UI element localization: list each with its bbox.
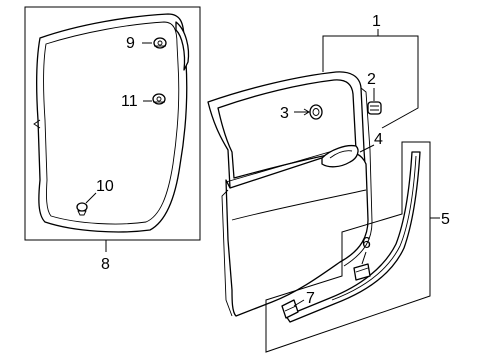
clip-10-icon (76, 202, 88, 216)
leader-1 (322, 29, 419, 129)
sill-molding-edge (331, 155, 417, 301)
door-weatherstrip (36, 13, 188, 233)
clip-11-icon (152, 93, 166, 105)
door-lower-panel (225, 150, 369, 317)
plug-2-icon (367, 101, 382, 115)
sill-molding-group: 6 7 (265, 141, 431, 353)
rear-door-shell (207, 71, 373, 317)
callout-8: 8 (101, 256, 110, 273)
callout-2: 2 (367, 71, 376, 88)
weatherstrip-notch (33, 119, 41, 129)
door-weatherstrip-inner (43, 21, 180, 225)
callout-5: 5 (441, 211, 450, 228)
clip-6-icon (353, 263, 371, 281)
clip-7-icon (281, 299, 299, 319)
callout-4: 4 (374, 131, 383, 148)
leader-4 (359, 144, 375, 153)
door-front-edge (221, 189, 233, 317)
inset-frame (24, 6, 201, 241)
callout-3: 3 (280, 105, 289, 122)
group-bracket-5 (265, 141, 431, 353)
weatherstrip-tail (175, 21, 190, 71)
clip-9-icon (153, 37, 167, 49)
callout-7: 7 (306, 290, 315, 307)
door-rear-edge (343, 87, 373, 267)
callout-6: 6 (362, 235, 371, 252)
door-body-crease (231, 189, 367, 221)
callout-11: 11 (121, 93, 138, 110)
weatherstrip-inset: 9 11 10 (24, 6, 201, 241)
callout-9: 9 (126, 35, 135, 52)
callout-10: 10 (96, 178, 114, 195)
door-handle-icon (321, 144, 359, 168)
leader-10 (85, 192, 97, 204)
sill-molding (285, 151, 421, 323)
leader-6 (361, 251, 367, 265)
plug-3-icon (309, 104, 323, 120)
leader-7 (293, 299, 305, 307)
leader-3-arrow (303, 108, 310, 116)
callout-1: 1 (372, 13, 381, 30)
